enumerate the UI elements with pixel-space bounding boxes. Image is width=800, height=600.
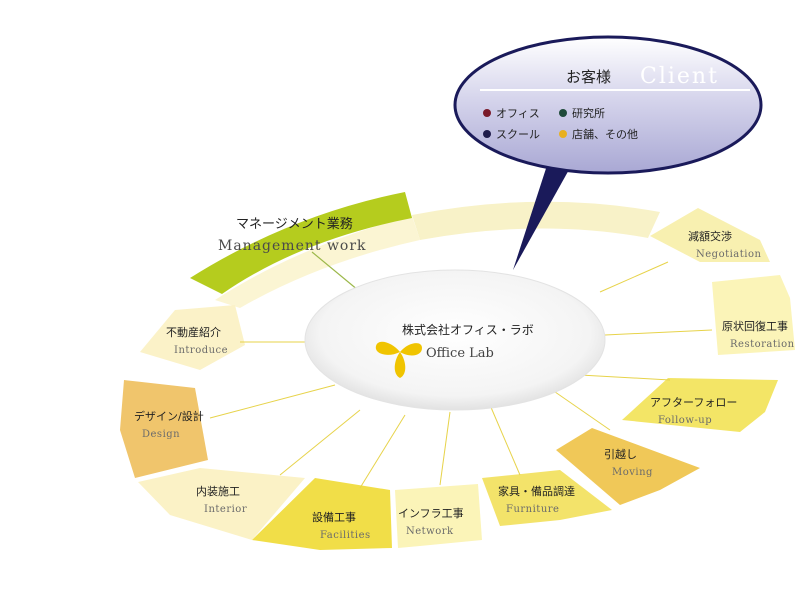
service-label-en-follow-up: Follow-up [658,415,712,426]
management-segment [190,192,412,294]
center-ellipse [304,269,606,411]
management-label-en: Management work [218,238,367,254]
service-segments [120,208,795,550]
connector-moving [544,384,611,431]
service-label-en-network: Network [406,526,454,537]
service-label-en-design: Design [142,429,180,440]
connector-negotiation [599,261,669,293]
service-label-en-interior: Interior [204,504,247,515]
connector-design [209,384,336,419]
connector-furniture [489,404,521,476]
service-label-jp-introduce: 不動産紹介 [166,325,221,339]
service-labels: 減額交渉 Negotiation 原状回復工事 Restoration アフターフォロー… [134,229,795,541]
legend-label-office: オフィス [496,107,540,120]
service-label-jp-moving: 引越し [604,447,637,461]
service-label-jp-network: インフラ工事 [398,507,464,520]
service-label-en-furniture: Furniture [506,504,559,515]
segment-design [120,380,208,478]
service-label-en-restoration: Restoration [730,339,795,350]
connector-lines [209,261,713,489]
client-title-jp: お客様 [566,68,611,86]
legend-dot-shop [559,130,567,138]
center-name-jp: 株式会社オフィス・ラボ [402,322,534,337]
legend-dot-office [483,109,491,117]
segment-restoration [712,275,795,355]
service-label-jp-negotiation: 減額交渉 [688,229,732,243]
center-name-en: Office Lab [426,346,494,361]
service-label-en-negotiation: Negotiation [696,249,762,260]
service-label-jp-interior: 内装施工 [196,484,240,498]
segment-introduce [140,305,245,370]
service-label-jp-facilities: 設備工事 [312,510,356,524]
segment-network [395,484,482,548]
bubble-pointer [513,150,580,270]
segment-furniture [482,470,612,526]
connector-restoration [604,329,713,336]
segment-moving [556,428,700,505]
office-lab-logo-icon [375,341,422,378]
segment-interior [138,468,305,540]
connector-follow-up [579,374,671,381]
service-label-jp-restoration: 原状回復工事 [722,319,788,333]
legend-dot-lab [559,109,567,117]
legend-dot-school [483,130,491,138]
service-label-en-moving: Moving [612,467,653,478]
connector-facilities [359,414,406,489]
legend-label-school: スクール [496,128,540,141]
service-label-en-facilities: Facilities [320,530,371,541]
legend-label-shop: 店舗、その他 [572,127,638,141]
management-label-jp: マネージメント業務 [236,216,353,232]
service-label-en-introduce: Introduce [174,345,228,356]
segment-follow-up [622,378,778,432]
ring-top-band-left [215,216,420,308]
client-bubble [453,35,763,175]
client-legend: オフィス 研究所 スクール 店舗、その他 [483,106,638,141]
service-label-jp-furniture: 家具・備品調達 [498,484,575,498]
client-title-en: Client [640,64,719,89]
legend-label-lab: 研究所 [572,106,605,120]
service-label-jp-follow-up: アフターフォロー [650,396,737,409]
connector-interior [279,409,361,476]
segment-negotiation [650,208,770,262]
connector-network [439,411,451,486]
service-label-jp-design: デザイン/設計 [134,409,204,423]
segment-facilities [252,478,392,550]
